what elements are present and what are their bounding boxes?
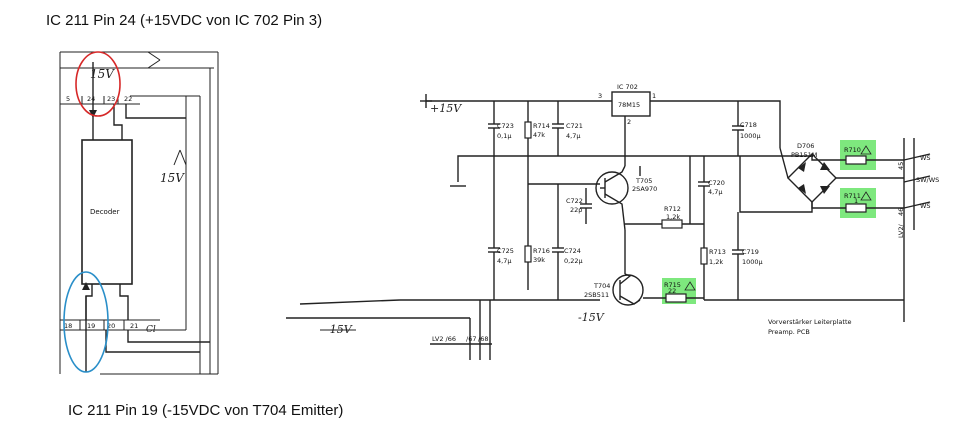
r716-value: 39k [533, 256, 545, 264]
d706-label: D706 [797, 142, 814, 150]
r711-value: 1 [854, 197, 858, 205]
c719-value: 1000µ [742, 258, 763, 266]
pin-46-label: 46 [897, 208, 905, 216]
r715-label: R715 [664, 281, 681, 289]
c724-value: 0,22µ [564, 257, 583, 265]
c718-label: C718 [740, 121, 757, 129]
caption-bottom: IC 211 Pin 19 (-15VDC von T704 Emitter) [68, 402, 344, 419]
c722-value: 22p [570, 206, 582, 214]
sw-label: SW/WS [916, 176, 939, 184]
r712-value: 1,2k [666, 213, 680, 221]
minus15-mid-label: -15V [578, 311, 605, 324]
ws-label-2: WS [920, 202, 931, 210]
c723-label: C723 [497, 122, 514, 130]
lv2-67-label: /67 [466, 335, 476, 343]
ic702-pin2: 2 [627, 118, 631, 126]
pin-19-arrow [82, 282, 90, 290]
lv2-68-label: /68 [478, 335, 488, 343]
r713-label: R713 [709, 248, 726, 256]
ic702-pin1: 1 [652, 92, 656, 100]
lv2-left-label: LV2 /66 [432, 335, 456, 343]
lv2-right-label: LV2/ [897, 224, 905, 238]
pin-21-label: 21 [130, 322, 138, 330]
pin-24-arrow [89, 110, 97, 118]
r716-label: R716 [533, 247, 550, 255]
t704-label: T704 [593, 282, 610, 290]
c722-label: C722 [566, 197, 583, 205]
right-panel: +15V 3 IC 702 78M15 1 2 C723 0,1µ R714 4… [286, 83, 939, 360]
r713-value: 1,2k [709, 258, 723, 266]
pin-18-label: 18 [64, 322, 72, 330]
blue-highlight-circle [63, 271, 109, 373]
ic702-part: 78M15 [618, 101, 640, 109]
pin-23-label: 23 [107, 95, 115, 103]
decoder-block [81, 139, 133, 285]
r710-label: R710 [844, 146, 861, 154]
d706-part: PB151M [791, 151, 817, 159]
r711-highlight [840, 188, 876, 218]
c720-value: 4,7µ [708, 188, 722, 196]
pin-22-label: 22 [124, 95, 132, 103]
c725-value: 4,7µ [497, 257, 511, 265]
hand-15v-top: 15V [90, 67, 115, 81]
pin-45-label: 45 [897, 162, 905, 170]
t705-symbol [595, 171, 629, 205]
c724-label: C724 [564, 247, 581, 255]
ic702-pin3: 3 [598, 92, 602, 100]
caption-top: IC 211 Pin 24 (+15VDC von IC 702 Pin 3) [46, 12, 323, 29]
r710-highlight [840, 140, 876, 170]
board-title: Vorverstärker Leiterplatte [768, 318, 852, 326]
t704-part: 2SB511 [584, 291, 609, 299]
svg-text:Cl: Cl [146, 325, 156, 335]
pin-5-label: 5 [66, 95, 70, 103]
board-subtitle: Preamp. PCB [768, 328, 810, 336]
decoder-label: Decoder [90, 208, 120, 216]
red-highlight-circle [75, 51, 121, 117]
c721-label: C721 [566, 122, 583, 130]
pin-24-label: 24 [87, 95, 95, 103]
c719-label: C719 [742, 248, 759, 256]
ws-label-1: WS [920, 154, 931, 162]
ic702-box [611, 91, 651, 117]
t705-part: 2SA970 [632, 185, 657, 193]
c723-value: 0,1µ [497, 132, 511, 140]
r715-value: 22 [668, 287, 676, 295]
c721-value: 4,7µ [566, 132, 580, 140]
pin-19-label: 19 [87, 322, 95, 330]
r714-label: R714 [533, 122, 550, 130]
hand-15v-mid: 15V [160, 171, 185, 185]
r711-label: R711 [844, 192, 861, 200]
r714-value: 47k [533, 131, 545, 139]
pin-20-label: 20 [107, 322, 115, 330]
r712-label: R712 [664, 205, 681, 213]
d706-bridge [787, 153, 837, 203]
ic702-label: IC 702 [617, 83, 638, 91]
c725-label: C725 [497, 247, 514, 255]
c718-value: 1000µ [740, 132, 761, 140]
t705-label: T705 [635, 177, 652, 185]
c720-label: C720 [708, 179, 725, 187]
plus15-label: +15V [430, 102, 462, 115]
left-panel: 5 24 23 22 15V Decoder 15V 18 19 20 21 C… [59, 51, 219, 375]
